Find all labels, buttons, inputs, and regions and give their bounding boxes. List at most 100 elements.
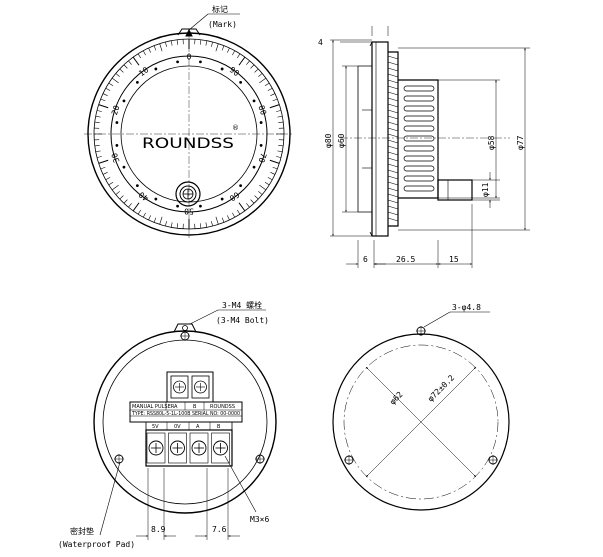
grip-rib	[403, 85, 435, 92]
dial-tick	[205, 222, 208, 228]
dial-tick	[108, 82, 114, 87]
dial-dot	[176, 204, 179, 208]
nameplate: MANUAL PULSER A B ROUNDSS TYPE: RSS80L-5…	[131, 404, 240, 417]
dial-tick	[267, 177, 273, 181]
dial-tick	[221, 217, 225, 223]
dim-shaft-dia: φ11	[481, 182, 490, 197]
dial-dot	[259, 144, 263, 147]
dial-tick	[277, 150, 283, 153]
dial-tick	[246, 203, 250, 208]
dial-tick	[108, 181, 114, 186]
dial-number: 70	[256, 152, 268, 164]
dim-pitch: 7.6	[212, 525, 227, 534]
dial-tick	[96, 156, 102, 158]
dial-tick	[254, 68, 259, 73]
knurl-line	[387, 139, 399, 144]
knurl-line	[387, 67, 399, 72]
dial-number: 20	[110, 104, 122, 116]
grip-rib	[403, 155, 435, 162]
knurl-line	[387, 169, 399, 174]
dial-tick-marks	[94, 39, 284, 229]
knurl-line	[387, 157, 399, 162]
knurl-line	[387, 55, 399, 60]
dial-tick	[123, 64, 128, 69]
dial-tick	[165, 221, 167, 227]
dim-pcd: φ72±0.2	[426, 373, 456, 403]
terminal-cell	[189, 432, 209, 464]
knurl-line	[387, 193, 399, 198]
dial-dot	[239, 184, 243, 188]
dim-max-dia: φ77	[516, 135, 525, 150]
dial-dot	[252, 99, 256, 103]
dial-tick	[100, 98, 106, 102]
dial-tick	[105, 177, 111, 181]
terminal-labels: 5V 0V A B	[152, 424, 221, 430]
grip-rib	[403, 185, 435, 192]
dial-tick	[221, 45, 225, 51]
dial-tick	[111, 77, 119, 84]
dial-tick	[165, 41, 167, 47]
pad-label-en: (Waterproof Pad)	[58, 540, 135, 549]
dial-tick	[153, 45, 157, 51]
grip-rib	[403, 145, 435, 152]
knurl-line	[387, 127, 399, 132]
dial-tick	[272, 166, 278, 170]
dial-tick	[199, 223, 202, 229]
knurled-grip	[387, 55, 399, 222]
dial-tick	[94, 144, 100, 147]
terminal-label: 0V	[174, 424, 181, 430]
knurl-line	[387, 121, 399, 126]
dial-tick	[232, 212, 236, 218]
dial-number: 80	[256, 104, 268, 116]
bolt-label-en: (3-M4 Bolt)	[216, 316, 269, 325]
grip-rib	[403, 135, 435, 142]
grip-rib	[403, 115, 435, 122]
nameplate-cell: B	[193, 404, 197, 410]
knurl-line	[387, 91, 399, 96]
knurl-line	[387, 217, 399, 222]
terminal-cell	[168, 432, 187, 464]
terminal-screws	[146, 432, 230, 464]
bolt-label: 3-M4 螺栓	[222, 300, 262, 310]
dial-tick	[115, 191, 120, 195]
dial-tick	[102, 172, 108, 175]
knurl-line	[387, 103, 399, 108]
dial-tick	[259, 77, 267, 84]
nameplate-cell: ROUNDSS	[210, 404, 235, 410]
dial-tick	[272, 98, 278, 102]
dial-dot	[259, 121, 263, 124]
terminal-label: 5V	[152, 424, 159, 430]
dial-tick	[258, 73, 263, 77]
terminal-label: A	[196, 424, 200, 430]
dial-tick	[270, 93, 276, 96]
dial-tick	[277, 115, 283, 118]
dial-dot	[220, 197, 224, 201]
dial-tick	[115, 73, 120, 77]
knurl-line	[387, 97, 399, 102]
dial-tick	[278, 121, 284, 124]
knurl-line	[387, 115, 399, 120]
dial-dot	[135, 80, 139, 84]
mark-label-en: (Mark)	[208, 20, 237, 29]
grip-rib	[403, 125, 435, 132]
dial-number: 50	[184, 207, 194, 216]
nameplate-cell: MANUAL PULSER	[132, 404, 175, 410]
nameplate-type: TYPE: RSS80L-5-1L-100B SERIAL NO: 00-000…	[131, 411, 240, 417]
dial-dot	[154, 67, 158, 71]
dial-tick	[246, 60, 250, 65]
dim-flange-len: 6	[363, 255, 368, 264]
dial-dot	[176, 60, 179, 64]
knurl-line	[387, 145, 399, 150]
dial-tick	[250, 199, 255, 204]
dial-dot	[239, 80, 243, 84]
dial-tick	[215, 216, 219, 225]
terminal-screw	[213, 440, 228, 456]
knurl-line	[387, 109, 399, 114]
terminal-cell	[146, 432, 166, 464]
dial-tick	[119, 68, 124, 73]
knurl-line	[387, 163, 399, 168]
dial-dot	[154, 197, 158, 201]
dial-tick	[269, 159, 280, 164]
dial-dot	[115, 144, 119, 147]
